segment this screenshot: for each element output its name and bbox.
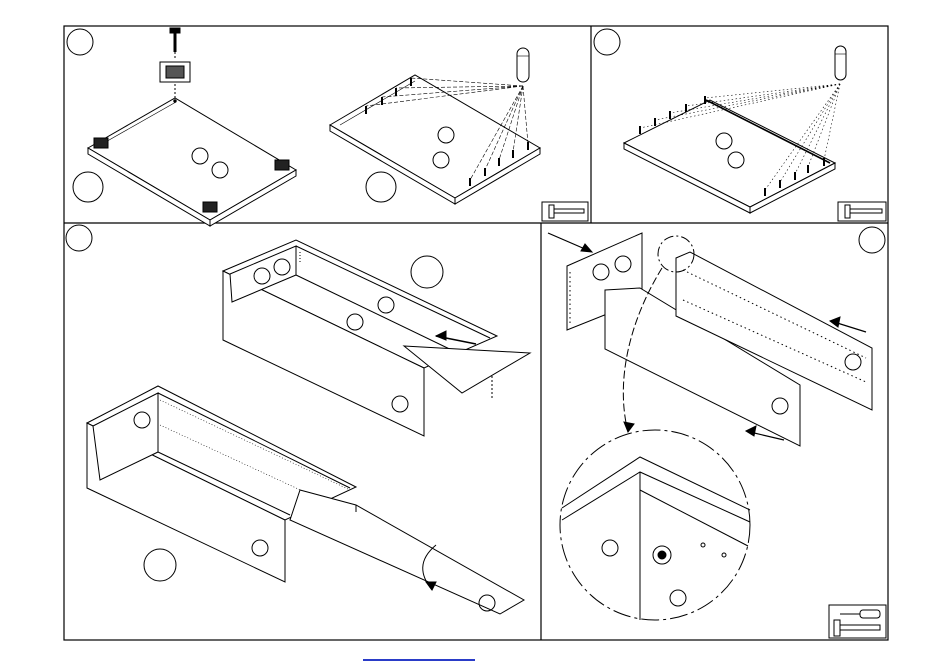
cabinet-box-upper (223, 240, 530, 436)
step-number-circle (859, 227, 885, 253)
detail-magnifier (560, 430, 750, 620)
part-callout-circle (411, 256, 443, 288)
panel-base (67, 28, 588, 226)
step-number-circle (66, 225, 92, 251)
panel-box-assembly (66, 225, 530, 614)
part-callout-circle (73, 172, 103, 202)
screw-icon (170, 28, 180, 60)
step-number-circle (594, 29, 620, 55)
hammer-icon (542, 202, 588, 221)
panel-side-panels (548, 227, 886, 638)
hammer-icon (838, 202, 886, 221)
part-callout-circle (366, 172, 396, 202)
dowel-icon (517, 48, 529, 82)
panel-back-dowels (594, 29, 886, 221)
cabinet-box-lower (87, 386, 524, 614)
part-callout-circle (144, 549, 176, 581)
dowel-icon (835, 46, 846, 80)
footer-link-underline[interactable] (363, 659, 475, 661)
step-number-circle (67, 29, 93, 55)
